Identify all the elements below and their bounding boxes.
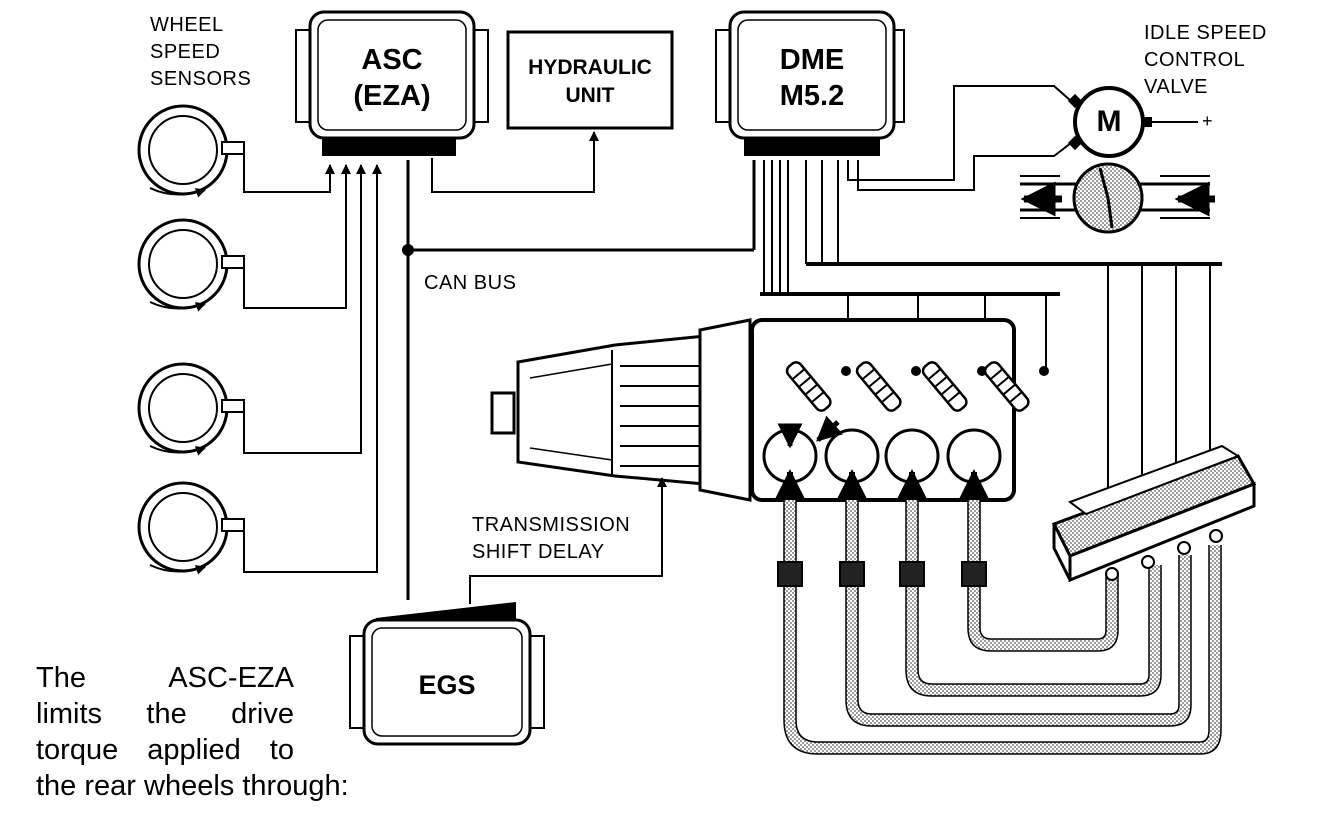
dme-label: DME M5.2 <box>779 44 845 112</box>
hydraulic-unit <box>506 30 674 130</box>
injector-2 <box>855 361 921 412</box>
throttle-body <box>1020 162 1215 234</box>
transmission-shift-delay-label: TRANSMISSION SHIFT DELAY <box>472 514 631 563</box>
dme-to-idle-valve-lines <box>847 85 1072 191</box>
asc-to-hydraulic-line <box>431 131 599 193</box>
dme-module <box>715 10 905 156</box>
dme-harness <box>760 160 1222 488</box>
ignition-leads-outline <box>783 500 1222 755</box>
wheel-speed-sensors-label: WHEEL SPEED SENSORS <box>150 14 252 90</box>
cylinders <box>762 415 1002 500</box>
ignition-leads <box>784 500 1221 754</box>
caption-text: The ASC-EZA limits the drive torque appl… <box>36 660 349 804</box>
idle-speed-valve-label: IDLE SPEED CONTROL VALVE <box>1144 22 1267 98</box>
idle-speed-motor <box>1067 86 1198 158</box>
egs-module <box>349 602 545 746</box>
ignition-coil-pack <box>1051 444 1257 583</box>
injector-4 <box>983 361 1049 412</box>
caption-line-2: limits the drive <box>36 698 294 730</box>
wheel-speed-sensor-1 <box>137 104 245 198</box>
asc-module <box>295 10 489 156</box>
sensor-wiring <box>243 148 382 573</box>
caption-line-3: torque applied to <box>36 734 294 766</box>
caption-line-4: the rear wheels through: <box>36 770 349 802</box>
spark-plug-boots <box>777 561 987 587</box>
egs-label: EGS <box>418 670 476 700</box>
hydraulic-unit-label: HYDRAULIC UNIT <box>528 56 652 107</box>
plus-label: + <box>1202 111 1214 131</box>
can-bus-label: CAN BUS <box>424 272 517 294</box>
shift-delay-line <box>469 477 667 604</box>
injector-1 <box>785 361 851 412</box>
transmission <box>490 318 752 502</box>
wheel-speed-sensor-3 <box>137 362 245 456</box>
wheel-speed-sensor-2 <box>137 218 245 312</box>
can-bus-line <box>406 160 756 600</box>
asc-label: ASC (EZA) <box>353 44 431 112</box>
can-bus-junction <box>402 244 414 256</box>
wheel-speed-sensor-4 <box>137 481 245 575</box>
motor-label: M <box>1096 105 1122 138</box>
caption-line-1: The ASC-EZA <box>36 662 294 694</box>
